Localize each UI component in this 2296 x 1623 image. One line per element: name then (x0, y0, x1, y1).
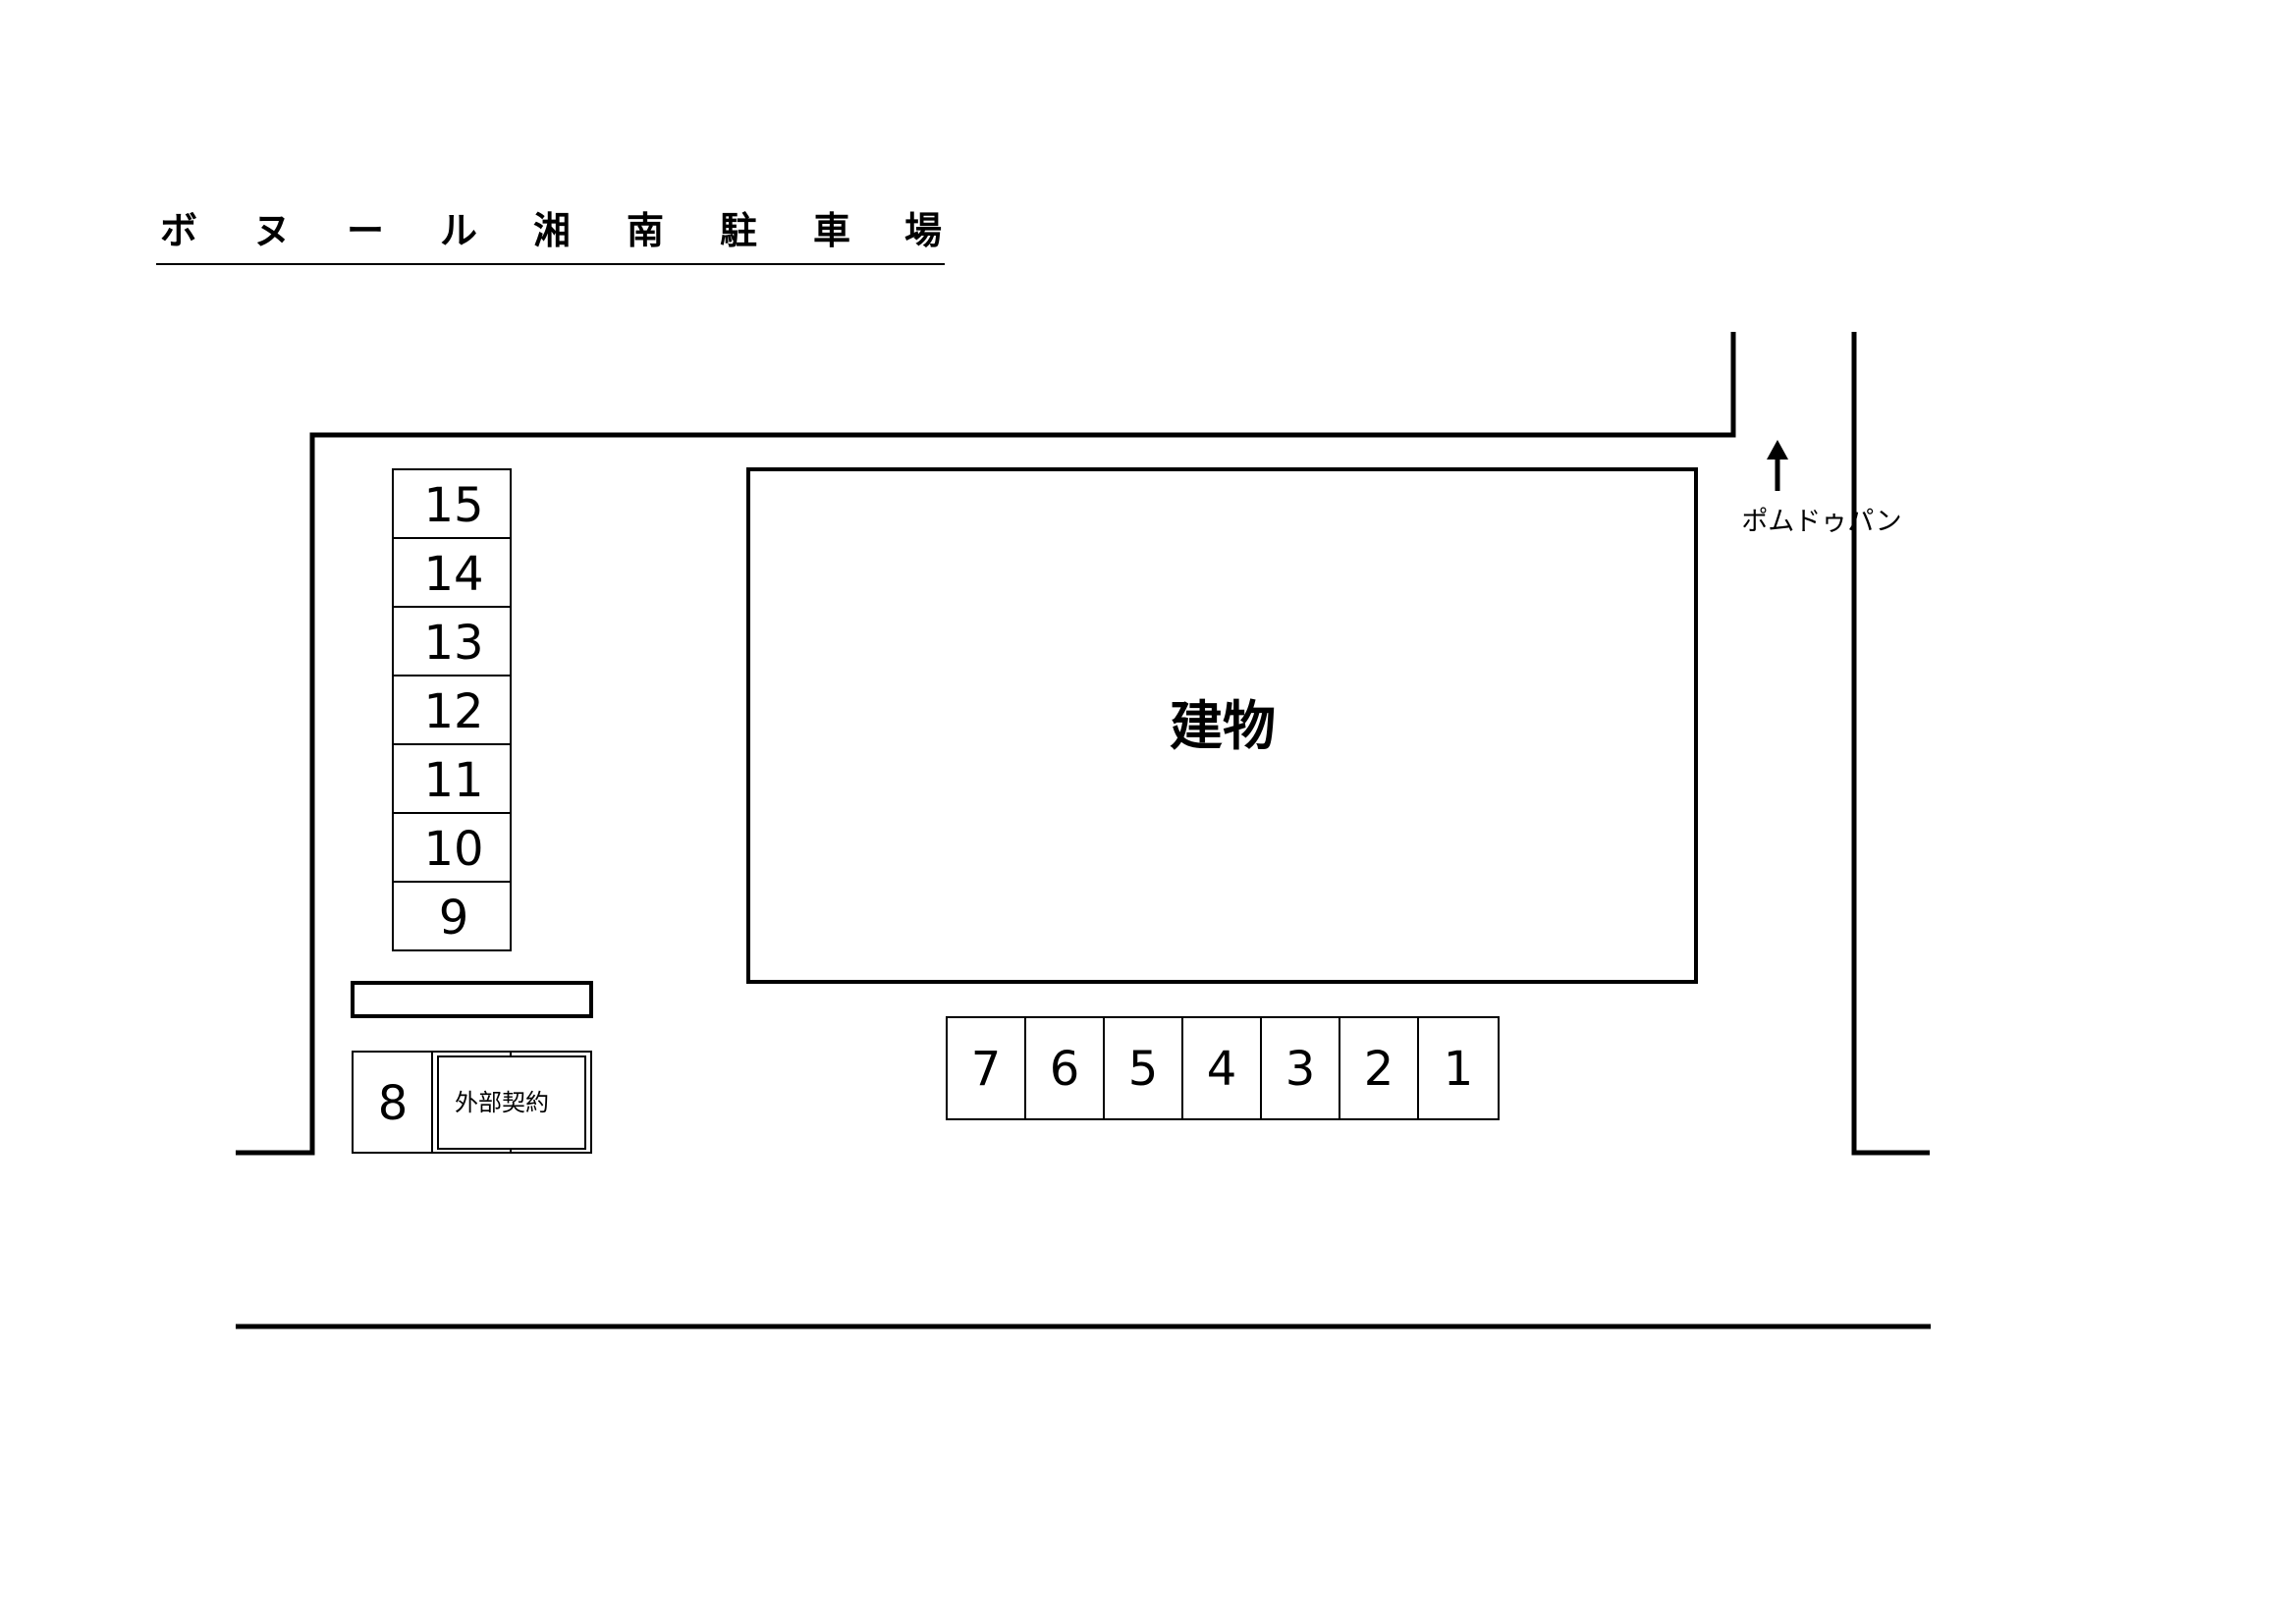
arrowhead-icon (1767, 440, 1788, 460)
space-number: 12 (423, 684, 483, 739)
space-number: 6 (1050, 1042, 1080, 1097)
space-number: 7 (971, 1042, 1002, 1097)
space-number: 8 (378, 1076, 409, 1131)
space-number: 3 (1285, 1042, 1316, 1097)
space-number: 11 (423, 753, 483, 808)
bottom-parking-row (946, 1016, 1500, 1120)
parking-space (392, 881, 512, 951)
space-number: 13 (423, 616, 483, 671)
lower-left-spaces: 8 外部契約 (352, 1051, 592, 1154)
space-number: 4 (1207, 1042, 1237, 1097)
space-number: 5 (1128, 1042, 1159, 1097)
parking-space (1417, 1016, 1500, 1120)
title-char: ボ (160, 209, 197, 252)
right-road-edge (1851, 332, 1930, 1156)
title-char: 湘 (533, 209, 571, 252)
title-char: ヌ (253, 209, 291, 252)
direction-indicator: ポムドゥパン (1741, 440, 1902, 537)
direction-label: ポムドゥパン (1741, 507, 1901, 537)
building: 建物 (746, 467, 1698, 984)
bar-structure (351, 981, 593, 1018)
space-number: 1 (1444, 1042, 1474, 1097)
title-char: ー (347, 209, 384, 252)
building-outline (746, 467, 1698, 984)
space-number: 14 (423, 547, 483, 602)
map-title: ボ ヌ ー ル 湘 南 駐 車 場 (156, 209, 945, 265)
external-contract-label: 外部契約 (455, 1089, 549, 1116)
title-char: 南 (627, 209, 664, 252)
title-char: 場 (904, 209, 942, 252)
lot-boundary-line (236, 332, 1736, 1156)
title-char: 車 (813, 209, 850, 252)
title-char: 駐 (720, 209, 757, 252)
space-number: 9 (439, 891, 469, 946)
lot-boundary (236, 332, 1931, 1329)
left-parking-numbers: 15 14 13 12 11 10 9 (423, 478, 483, 946)
space-number: 15 (423, 478, 483, 533)
bottom-parking-numbers: 7 6 5 4 3 2 1 (971, 1042, 1474, 1097)
left-parking-column (392, 468, 512, 951)
building-label: 建物 (1170, 695, 1276, 757)
title-char: ル (440, 209, 477, 252)
space-number: 2 (1364, 1042, 1394, 1097)
space-number: 10 (423, 822, 483, 877)
